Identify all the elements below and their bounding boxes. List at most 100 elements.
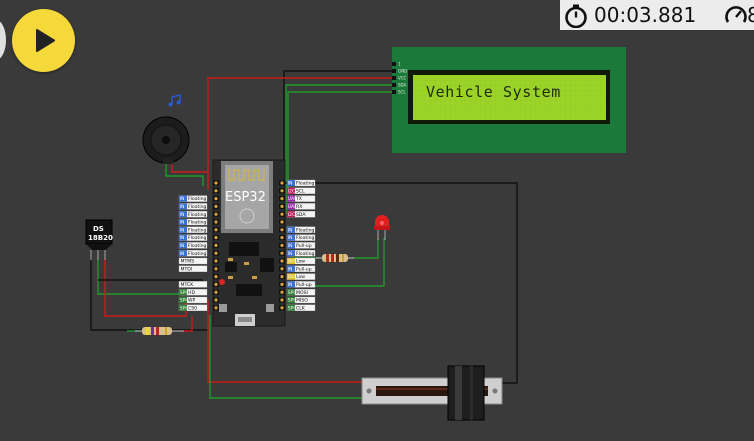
pin-state-label: Floating bbox=[188, 196, 207, 202]
lcd-pin-0[interactable]: 1 bbox=[392, 62, 401, 67]
resistor-led[interactable] bbox=[316, 254, 354, 262]
pin-state-label: RX bbox=[296, 204, 302, 210]
pin-state-label: Pull-up bbox=[296, 266, 312, 272]
esp32-pin-left-11[interactable]: MTDI bbox=[178, 265, 219, 273]
pin-mode-label: OUT bbox=[288, 274, 298, 280]
resistor-sensor[interactable] bbox=[135, 327, 184, 335]
pin-mode-label: IN bbox=[180, 235, 185, 241]
pin-state-label: Floating bbox=[296, 235, 315, 241]
pin-state-label: HD bbox=[188, 290, 195, 296]
pin-mode-label: SPI1 bbox=[180, 298, 190, 304]
pin-state-label: MTMS bbox=[181, 259, 195, 265]
lcd-pin-label: SCL bbox=[398, 90, 406, 95]
pin-mode-label: IN bbox=[180, 212, 185, 218]
wire-ds-green bbox=[97, 258, 203, 295]
pin-mode-label: IN bbox=[180, 204, 185, 210]
side-panel-toggle[interactable] bbox=[0, 20, 6, 60]
lcd-pin-label: SDA bbox=[398, 83, 407, 88]
lcd-pin-label: VCC bbox=[398, 76, 407, 81]
speed-value: 8 bbox=[747, 3, 754, 27]
wire-resistor-red bbox=[182, 316, 193, 332]
pin-mode-label: SPI bbox=[288, 305, 295, 311]
esp32-pin-left-10[interactable]: MTMS bbox=[178, 257, 219, 265]
pin-mode-label: IN bbox=[288, 243, 293, 249]
stopwatch-icon bbox=[565, 4, 587, 28]
simulation-timer: 00:03.881 8 bbox=[560, 0, 754, 30]
play-button[interactable] bbox=[12, 9, 75, 72]
ds18b20-sensor[interactable] bbox=[85, 219, 113, 260]
pin-state-label: Floating bbox=[188, 220, 207, 226]
esp32-pin-left-12[interactable] bbox=[213, 274, 219, 280]
esp32-pin-left-1[interactable] bbox=[213, 188, 219, 194]
pin-state-label: WP bbox=[188, 298, 196, 304]
pin-state-label: Floating bbox=[188, 235, 207, 241]
pin-mode-label: IN bbox=[180, 220, 185, 226]
wire-lcd-gnd bbox=[283, 70, 393, 182]
pin-state-label: TX bbox=[295, 196, 302, 202]
pin-mode-label: I2C bbox=[288, 212, 296, 218]
pin-state-label: MOSI bbox=[296, 290, 308, 296]
pin-state-label: Floating bbox=[188, 212, 207, 218]
pin-mode-label: IN bbox=[180, 243, 185, 249]
buzzer[interactable] bbox=[142, 116, 190, 164]
lcd-pin-2[interactable]: VCC bbox=[392, 76, 407, 81]
slide-potentiometer-knob[interactable] bbox=[447, 365, 485, 421]
wire-buzzer-green bbox=[165, 160, 204, 186]
pin-mode-label: I2C bbox=[288, 188, 296, 194]
wire-buzzer-red bbox=[171, 160, 208, 173]
pin-mode-label: IN bbox=[288, 266, 293, 272]
led[interactable] bbox=[374, 215, 390, 240]
esp32-pin-right-5[interactable] bbox=[279, 219, 285, 225]
pin-mode-label: IN bbox=[180, 227, 185, 233]
esp32-pin-left-0[interactable] bbox=[213, 180, 219, 186]
pin-state-label: MTCK bbox=[181, 282, 195, 288]
pin-mode-label: SPI1 bbox=[180, 305, 190, 311]
pin-mode-label: UART0 bbox=[288, 204, 303, 210]
music-note-icon bbox=[168, 94, 181, 107]
pin-mode-label: IN bbox=[288, 251, 293, 257]
pin-state-label: Low bbox=[296, 274, 305, 280]
pin-state-label: Floating bbox=[188, 204, 207, 210]
pin-state-label: Floating bbox=[296, 227, 315, 233]
lcd-pin-label: GND bbox=[398, 69, 407, 74]
wire-pot-green bbox=[209, 315, 362, 399]
lcd-pin-3[interactable]: SDA bbox=[392, 83, 407, 88]
wire-pot-red bbox=[207, 300, 362, 383]
pin-mode-label: IN bbox=[288, 227, 293, 233]
pin-mode-label: OUT bbox=[288, 259, 298, 265]
pin-state-label: MTDI bbox=[181, 266, 193, 272]
lcd-pin-1[interactable]: GND bbox=[392, 69, 407, 74]
lcd-pin-4[interactable]: SCL bbox=[392, 90, 406, 95]
esp32-pin-left-13[interactable]: MTCK bbox=[178, 281, 219, 288]
esp32-board[interactable] bbox=[212, 159, 286, 327]
